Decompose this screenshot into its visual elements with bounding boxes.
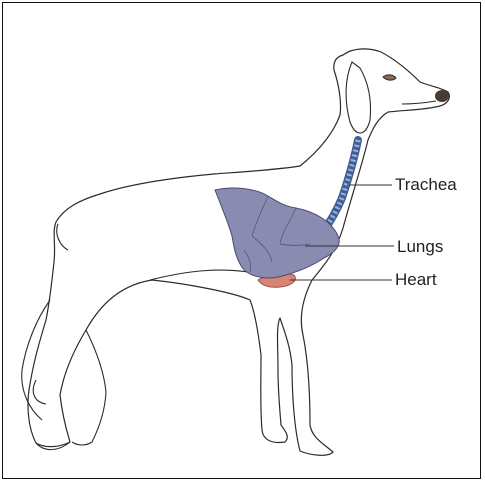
lungs-label: Lungs — [397, 238, 443, 255]
heart-label: Heart — [395, 271, 437, 288]
nose — [435, 90, 449, 102]
trachea-label: Trachea — [395, 176, 457, 193]
